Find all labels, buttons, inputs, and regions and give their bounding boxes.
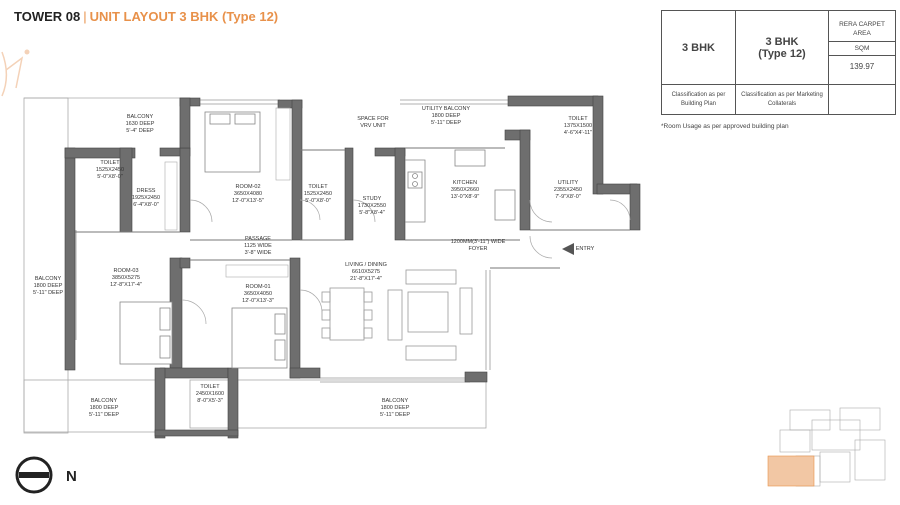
wardrobes bbox=[164, 107, 291, 278]
room-label-utility-line1: UTILITY bbox=[558, 180, 579, 186]
room-label-toilet-bottom-line2: 2450X1600 bbox=[196, 391, 224, 397]
kitchen-counter bbox=[405, 149, 516, 223]
room-label-room03-line1: ROOM-03 bbox=[113, 268, 138, 274]
room-label-balcony-bottom-left-line1: BALCONY bbox=[91, 398, 118, 404]
unit-layout-title: UNIT LAYOUT 3 BHK (Type 12) bbox=[89, 9, 279, 24]
door-swings bbox=[181, 199, 631, 325]
room-label-balcony-bottom-left-line3: 5'-11" DEEP bbox=[89, 412, 119, 418]
page-header: TOWER 08|UNIT LAYOUT 3 BHK (Type 12) bbox=[14, 9, 278, 24]
room-label-balcony-bottom-right-line3: 5'-11" DEEP bbox=[380, 412, 410, 418]
room-label-utility-balcony-line3: 5'-11" DEEP bbox=[431, 120, 461, 126]
room-label-balcony-top-line1: BALCONY bbox=[127, 114, 154, 120]
room-label-balcony-left-line3: 5'-11" DEEP bbox=[33, 290, 63, 296]
room-label-balcony-top-line3: 5'-4" DEEP bbox=[126, 128, 154, 134]
room-label-vrv-line2: VRV UNIT bbox=[360, 123, 386, 129]
type-line1: 3 BHK bbox=[765, 35, 799, 48]
north-arrow-icon bbox=[15, 456, 53, 494]
room-label-room01-line3: 12'-0"X13'-3" bbox=[242, 298, 274, 304]
room-label-living-line1: LIVING / DINING bbox=[345, 262, 387, 268]
empty-cell bbox=[828, 84, 896, 115]
room-label-room02-line2: 3650X4080 bbox=[234, 191, 262, 197]
rera-value: 139.97 bbox=[849, 61, 875, 71]
room-label-passage-line3: 3'-8" WIDE bbox=[245, 250, 272, 256]
room-label-foyer-line2: FOYER bbox=[469, 246, 488, 252]
room-label-vrv-line1: SPACE FOR bbox=[357, 116, 388, 122]
room-label-utility-balcony-line2: 1800 DEEP bbox=[432, 113, 461, 119]
room-label-entry-line1: ENTRY bbox=[576, 246, 595, 252]
room-label-dress-line2: 1925X2450 bbox=[132, 195, 160, 201]
room-label-study-line3: 5'-8"X8'-4" bbox=[359, 210, 385, 216]
key-plan-highlight bbox=[767, 455, 815, 487]
room-label-toilet-mid-line1: TOILET bbox=[308, 184, 328, 190]
room-label-balcony-left-line2: 1800 DEEP bbox=[34, 283, 63, 289]
room-label-dress-line1: DRESS bbox=[137, 188, 156, 194]
rera-heading: RERA CARPET AREA bbox=[829, 18, 895, 42]
bed-room01 bbox=[231, 307, 288, 369]
room-label-balcony-left-line1: BALCONY bbox=[35, 276, 62, 282]
window-lines bbox=[71, 99, 510, 383]
north-label: N bbox=[66, 468, 77, 485]
header-separator: | bbox=[83, 9, 87, 24]
room-label-room03-line2: 3850X5275 bbox=[112, 275, 140, 281]
class-marketing-cell: Classification as per Marketing Collater… bbox=[735, 84, 829, 115]
room-label-passage-line1: PASSAGE bbox=[245, 236, 271, 242]
room-label-balcony-bottom-right-line2: 1800 DEEP bbox=[381, 405, 410, 411]
bed-room02 bbox=[204, 111, 261, 173]
room-label-passage-line2: 1125 WIDE bbox=[244, 243, 272, 249]
room-label-toilet-bottom-line3: 8'-0"X5'-3" bbox=[197, 398, 223, 404]
tower-label: TOWER 08 bbox=[14, 9, 81, 24]
class-building-cell: Classification as per Building Plan bbox=[661, 84, 736, 115]
room-label-study-line2: 1730X2550 bbox=[358, 203, 386, 209]
room-label-balcony-bottom-right-line1: BALCONY bbox=[382, 398, 409, 404]
room-label-kitchen-line1: KITCHEN bbox=[453, 180, 477, 186]
room-label-toilet-right-line3: 4'-6"X4'-11" bbox=[564, 130, 592, 136]
room-label-kitchen-line3: 13'-0"X8'-9" bbox=[451, 194, 480, 200]
room-label-toilet-mid-line3: 5'-0"X8'-0" bbox=[305, 198, 331, 204]
room-label-toilet-bottom-line1: TOILET bbox=[200, 384, 220, 390]
walls bbox=[64, 95, 641, 439]
room-label-utility-line3: 7'-9"X8'-0" bbox=[555, 194, 581, 200]
room-label-living-line2: 6610X5275 bbox=[352, 269, 380, 275]
room-label-utility-balcony-line1: UTILITY BALCONY bbox=[422, 106, 471, 112]
partitions bbox=[75, 147, 630, 269]
rera-unit: SQM bbox=[829, 42, 895, 56]
rera-cell: RERA CARPET AREA SQM 139.97 bbox=[828, 10, 896, 85]
room-label-room01-line2: 3650X4050 bbox=[244, 291, 272, 297]
room-label-room03-line3: 12'-8"X17'-4" bbox=[110, 282, 142, 288]
living-furniture bbox=[321, 269, 473, 361]
room-label-toilet-right-line1: TOILET bbox=[568, 116, 588, 122]
type-line2: (Type 12) bbox=[758, 47, 806, 60]
room-label-balcony-bottom-left-line2: 1800 DEEP bbox=[90, 405, 119, 411]
room-label-study-line1: STUDY bbox=[363, 196, 382, 202]
area-table: 3 BHK 3 BHK (Type 12) RERA CARPET AREA S… bbox=[661, 10, 896, 115]
entry-arrow-icon[interactable] bbox=[562, 243, 574, 255]
bed-room03 bbox=[119, 301, 173, 365]
room-label-foyer-line1: 1200MM(3'-11") WIDE bbox=[451, 239, 506, 245]
brand-mark-icon bbox=[1, 49, 30, 97]
room-label-toilet-right-line2: 1375X1500 bbox=[564, 123, 592, 129]
room-label-toilet-left-line3: 5'-0"X8'-0" bbox=[97, 174, 123, 180]
room-label-room01-line1: ROOM-01 bbox=[245, 284, 270, 290]
room-label-utility-line2: 2355X2450 bbox=[554, 187, 582, 193]
room-usage-note: *Room Usage as per approved building pla… bbox=[661, 123, 789, 130]
room-label-room02-line1: ROOM-02 bbox=[235, 184, 260, 190]
room-label-toilet-left-line1: TOILET bbox=[100, 160, 120, 166]
room-label-room02-line3: 12'-0"X13'-5" bbox=[232, 198, 264, 204]
key-plan bbox=[767, 407, 886, 487]
room-label-living-line3: 21'-8"X17'-4" bbox=[350, 276, 382, 282]
room-label-kitchen-line2: 3950X2660 bbox=[451, 187, 479, 193]
room-label-dress-line3: 6'-4"X8'-0" bbox=[133, 202, 159, 208]
room-label-toilet-left-line2: 1525X2450 bbox=[96, 167, 124, 173]
room-label-toilet-mid-line2: 1525X2450 bbox=[304, 191, 332, 197]
room-label-balcony-top-line2: 1630 DEEP bbox=[126, 121, 155, 127]
